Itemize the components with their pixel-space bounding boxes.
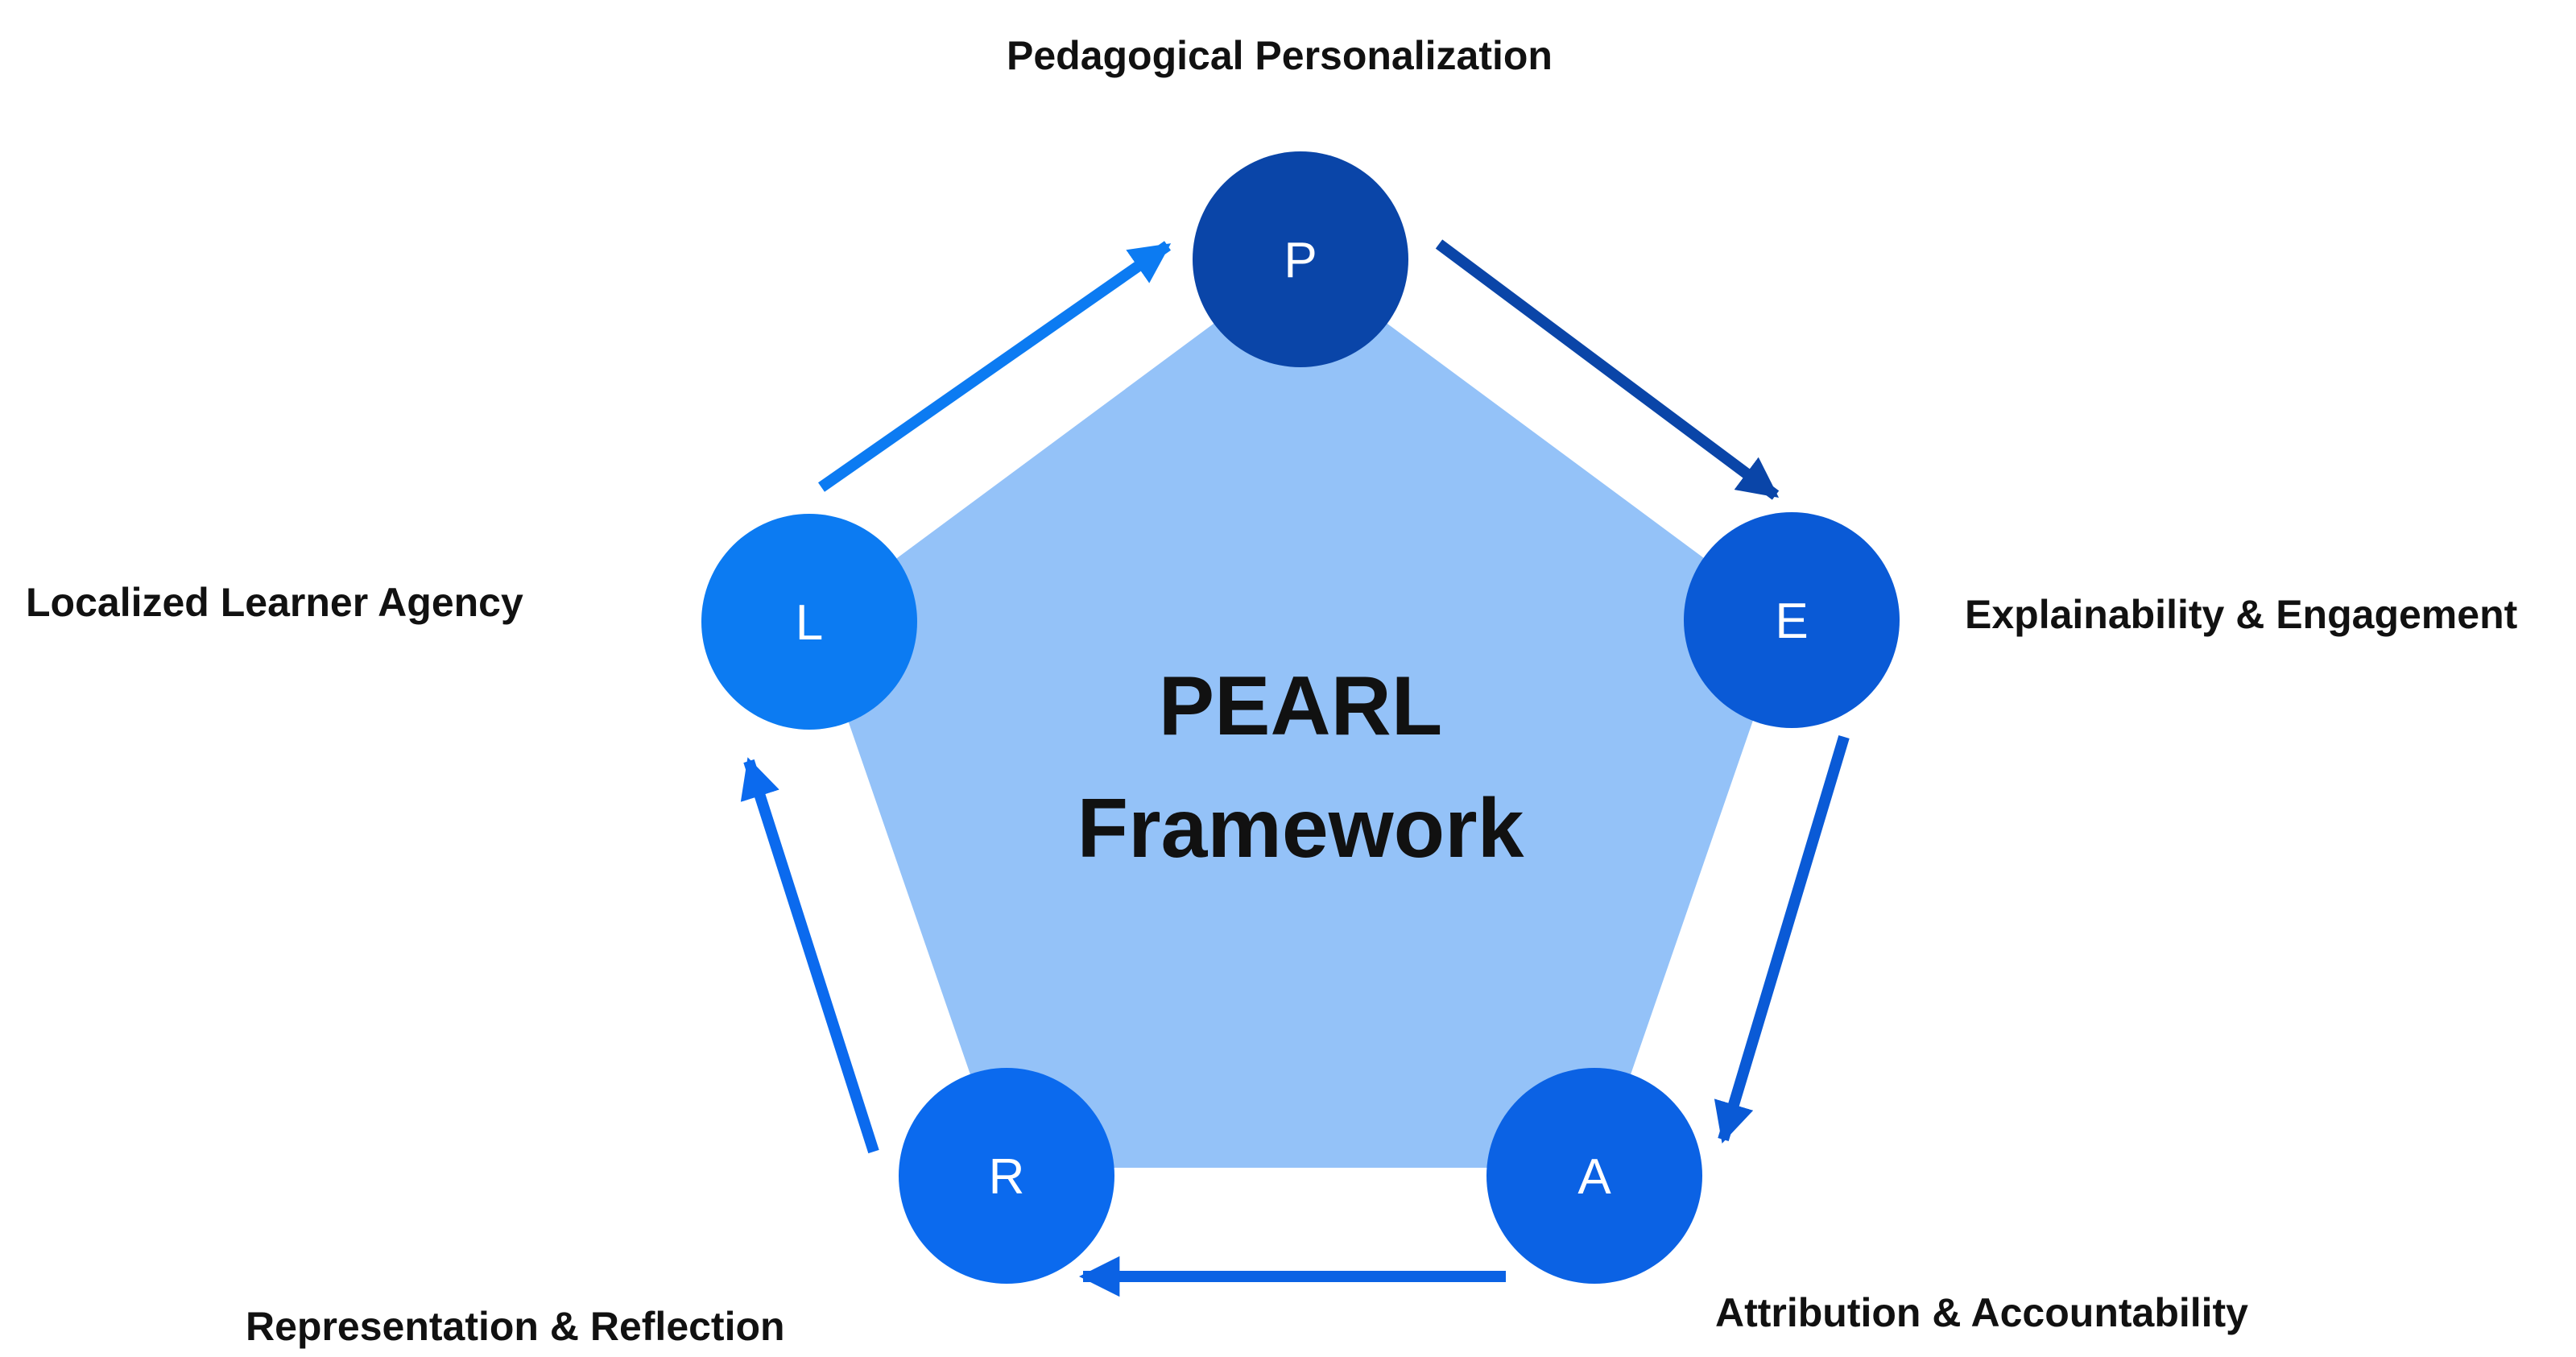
label-attribution-accountability: Attribution & Accountability: [1715, 1290, 2248, 1335]
arrow-l-to-p: [817, 241, 1172, 492]
node-l-letter: L: [796, 595, 823, 651]
label-pedagogical-personalization: Pedagogical Personalization: [1007, 33, 1553, 78]
node-a: A: [1486, 1068, 1702, 1284]
arrow-p-to-e: [1435, 239, 1780, 500]
label-localized-learner-agency: Localized Learner Agency: [26, 580, 523, 625]
node-a-letter: A: [1577, 1149, 1611, 1205]
node-e: E: [1684, 512, 1900, 728]
node-l-circle: [701, 514, 917, 730]
node-r-circle: [899, 1068, 1114, 1284]
center-title-line-2: Framework: [1077, 782, 1524, 875]
arrow-r-to-l: [740, 757, 879, 1154]
node-a-circle: [1486, 1068, 1702, 1284]
node-p-letter: P: [1284, 233, 1317, 288]
center-title-line-1: PEARL: [1159, 660, 1442, 753]
node-e-letter: E: [1775, 594, 1808, 649]
node-r-letter: R: [989, 1149, 1025, 1205]
node-l: L: [701, 514, 917, 730]
node-p: P: [1193, 151, 1408, 367]
node-r: R: [899, 1068, 1114, 1284]
center-pentagon: [813, 259, 1788, 1168]
label-representation-reflection: Representation & Reflection: [246, 1304, 785, 1349]
label-explainability-engagement: Explainability & Engagement: [1965, 592, 2518, 637]
node-p-circle: [1193, 151, 1408, 367]
arrow-e-to-a: [1714, 734, 1850, 1144]
node-e-circle: [1684, 512, 1900, 728]
